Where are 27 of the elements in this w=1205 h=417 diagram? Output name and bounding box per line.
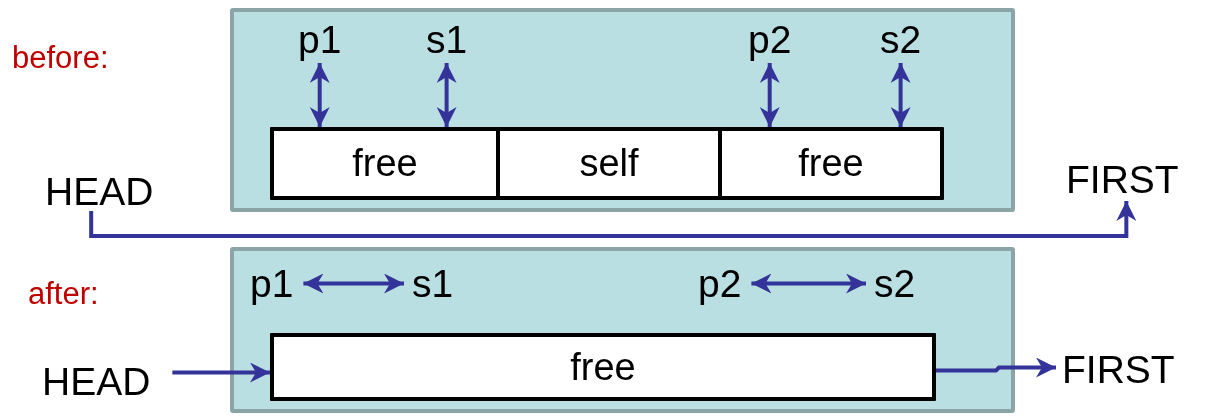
arrow [936,357,1056,378]
double-arrow [890,63,911,127]
pointer-label: s1 [412,264,454,303]
pointer-label: s2 [874,264,916,303]
memory-block: free [718,127,944,200]
pointer-label: p2 [698,264,742,303]
list-pointer-label: FIRST [1066,160,1179,199]
list-pointer-label: HEAD [42,362,151,401]
memory-block: free [270,333,936,401]
double-arrow [759,63,780,127]
memory-panel [230,247,1015,413]
list-pointer-label: FIRST [1062,350,1175,389]
pointer-label: p1 [250,264,294,303]
double-arrow [751,273,866,294]
pointer-label: p2 [748,20,792,59]
double-arrow [303,273,404,294]
pointer-label: p1 [298,20,342,59]
state-label: before: [12,42,109,73]
double-arrow [436,63,457,127]
state-label: after: [28,278,99,309]
arrow [89,201,1137,238]
pointer-label: s2 [880,20,922,59]
double-arrow [309,63,330,127]
pointer-label: s1 [426,20,468,59]
memory-panel [230,8,1015,212]
arrow [172,362,270,383]
list-pointer-label: HEAD [45,172,154,211]
